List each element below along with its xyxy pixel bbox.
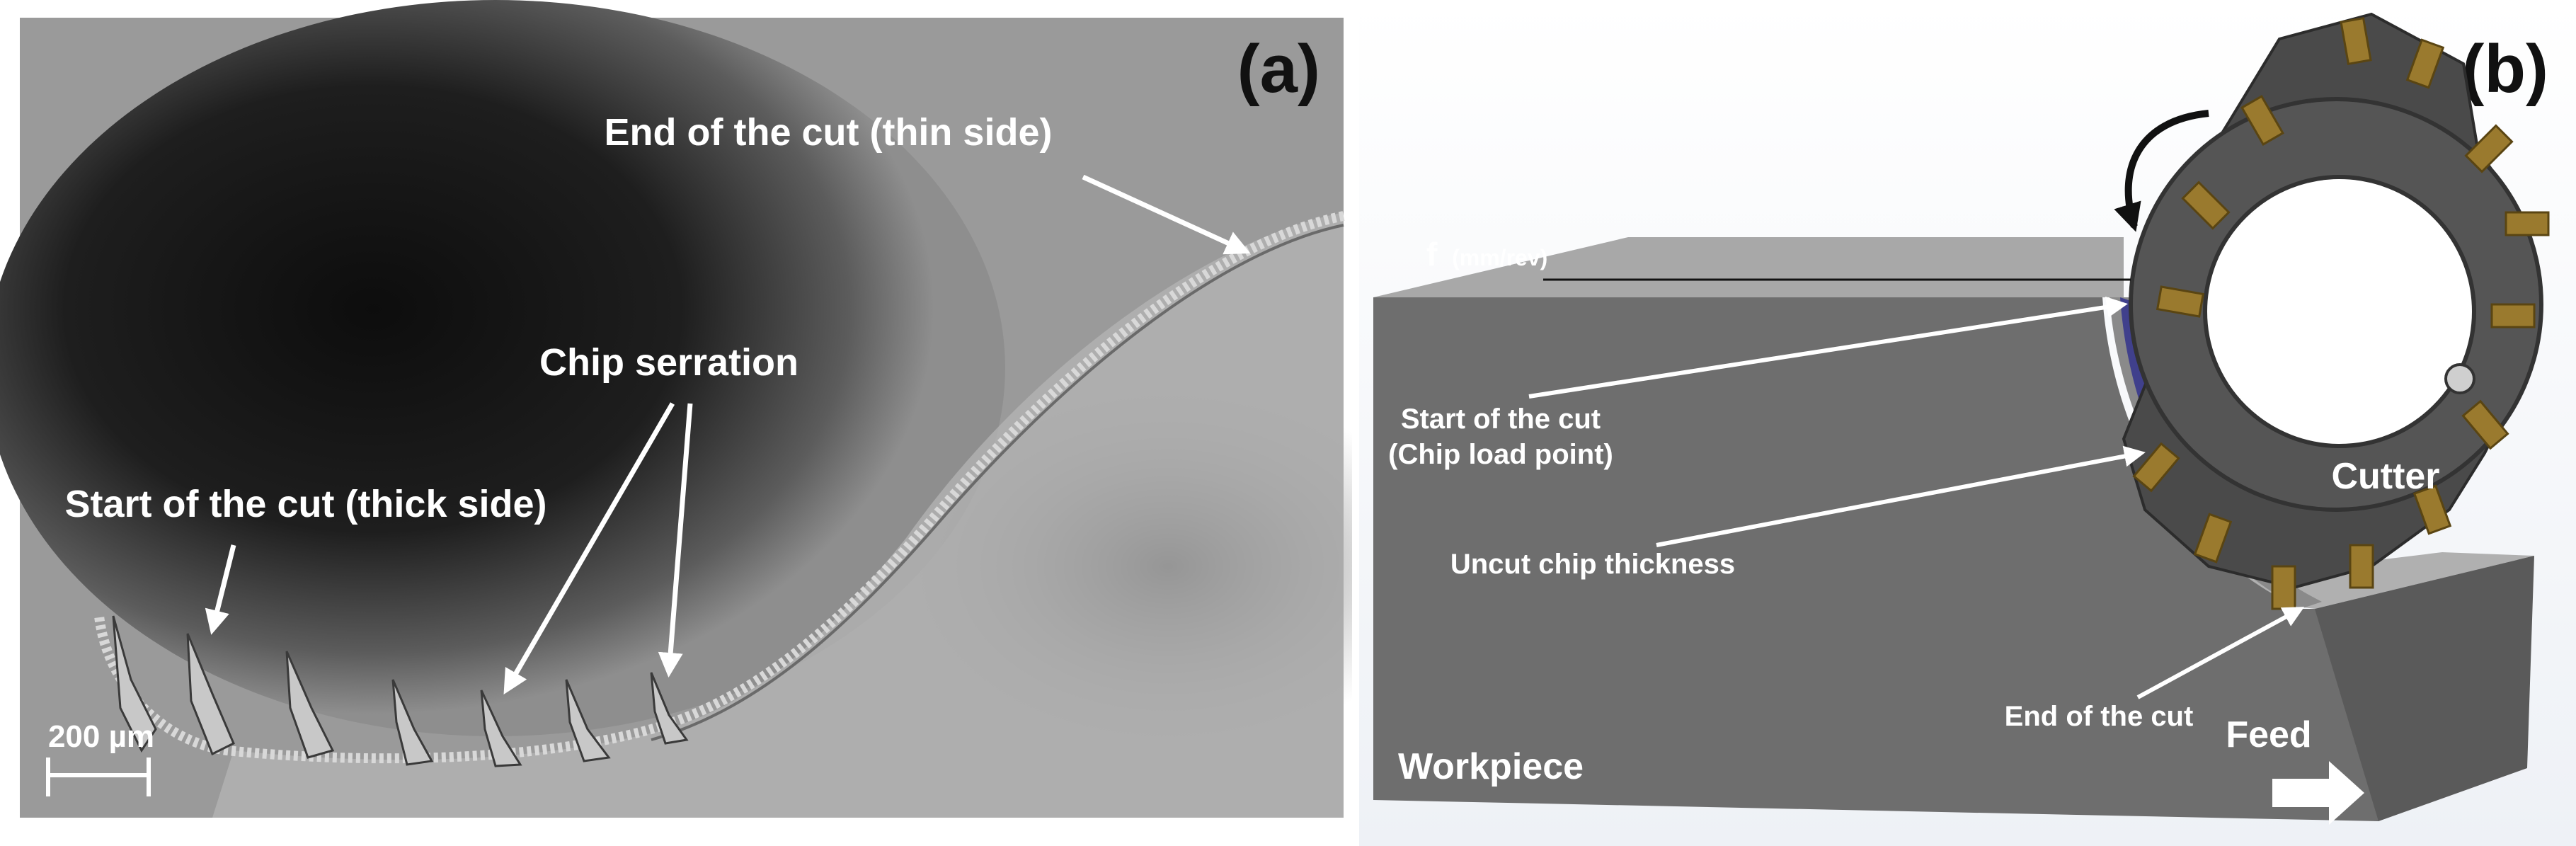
- cutter-inserts: [2132, 16, 2550, 610]
- feed-rate-unit: (mm/rev): [1452, 245, 1547, 270]
- chip-edge-inner: [651, 224, 1344, 741]
- cutter: [2122, 12, 2550, 610]
- rotation-arrow: [2114, 110, 2209, 232]
- arrow-serration-1: [503, 402, 675, 695]
- arrow-uncut-chip-thickness: [1656, 445, 2146, 547]
- panel-a-micrograph: (a) End of the cut (thin side) Chip serr…: [0, 0, 1352, 818]
- label-feed: Feed: [2226, 714, 2311, 755]
- feed-arrow: [2272, 761, 2364, 825]
- arrow-end-thin-side: [1082, 174, 1251, 255]
- chip-outer-region: [212, 212, 1344, 818]
- chip-edge: [94, 211, 1345, 764]
- svg-text:f (mm/rev): f (mm/rev): [1426, 236, 1547, 273]
- label-chip-load-point: (Chip load point): [1388, 439, 1613, 470]
- panel-b-schematic: (b): [1359, 0, 2576, 846]
- label-chip-serration: Chip serration: [539, 341, 798, 384]
- arrow-start-of-cut: [1528, 296, 2128, 399]
- serration-teeth: [112, 615, 689, 767]
- label-start-of-cut: Start of the cut: [1401, 404, 1601, 435]
- arrow-end-of-cut: [2136, 607, 2305, 699]
- label-end-thin-side: End of the cut (thin side): [605, 111, 1053, 154]
- label-cutter: Cutter: [2331, 456, 2439, 497]
- label-workpiece: Workpiece: [1398, 746, 1584, 787]
- label-uncut-chip-thickness: Uncut chip thickness: [1450, 549, 1735, 580]
- panel-a-letter: (a): [1237, 31, 1320, 107]
- arrow-start-thick-side: [205, 544, 236, 635]
- label-start-thick-side: Start of the cut (thick side): [64, 483, 546, 525]
- dark-region: [0, 0, 1005, 736]
- feed-rate-symbol: f: [1426, 236, 1438, 273]
- label-end-of-cut: End of the cut: [2005, 701, 2194, 732]
- scale-bar-label: 200 µm: [48, 719, 154, 754]
- cutter-bore: [2203, 175, 2476, 448]
- arrow-serration-2: [658, 403, 693, 678]
- panel-b-letter: (b): [2461, 31, 2548, 107]
- cutter-hole: [2444, 363, 2475, 394]
- scale-bar: [46, 758, 151, 796]
